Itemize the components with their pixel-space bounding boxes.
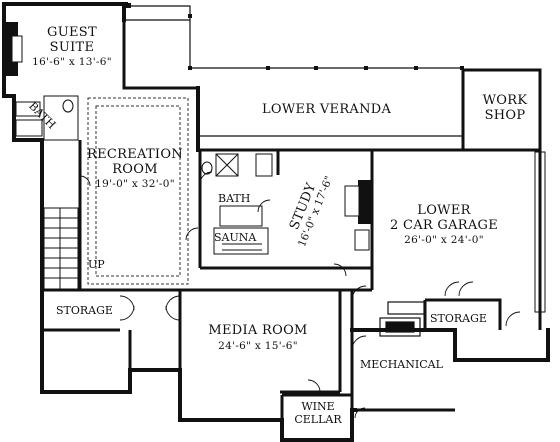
garage-label: LOWER 2 CAR GARAGE 26'-0" x 24'-0" (384, 204, 504, 246)
stair-up-label: UP (88, 258, 105, 271)
work-shop-name-line1: WORK (482, 93, 528, 108)
bath-fixtures (201, 153, 273, 255)
guest-suite-label: GUEST SUITE 16'-6" x 13'-6" (28, 26, 116, 68)
media-room-label: MEDIA ROOM 24'-6" x 15'-6" (196, 324, 320, 352)
guest-suite-name-line1: GUEST (47, 25, 97, 40)
garage-name-line2: 2 CAR GARAGE (389, 218, 499, 233)
wine-cellar-name-line2: CELLAR (294, 413, 342, 426)
work-shop-label: WORK SHOP (476, 94, 534, 122)
recreation-name-line1: RECREATION (86, 147, 184, 162)
study-fireplace (344, 180, 372, 251)
guest-suite-dims: 16'-6" x 13'-6" (32, 56, 112, 68)
guest-suite-name-line2: SUITE (49, 40, 95, 55)
sauna-label: SAUNA (214, 231, 257, 244)
recreation-room-label: RECREATION ROOM 19'-0" x 32'-0" (82, 148, 188, 190)
garage-window-strip (534, 151, 546, 313)
work-shop-name-line2: SHOP (484, 108, 526, 123)
wine-cellar-name-line1: WINE (301, 400, 335, 413)
guest-bath-fixtures (15, 95, 79, 141)
guest-fireplace (4, 22, 23, 76)
stairs (43, 207, 79, 291)
media-room-dims: 24'-6" x 15'-6" (218, 340, 298, 352)
door-swings (79, 171, 521, 419)
storage-right-label: STORAGE (430, 312, 487, 325)
mechanical-label: MECHANICAL (360, 358, 443, 371)
veranda-outline (126, 5, 464, 150)
garage-name-line1: LOWER (417, 203, 471, 218)
media-room-name: MEDIA ROOM (208, 323, 308, 338)
veranda-columns (126, 3, 464, 70)
rec-room-ceiling (87, 97, 189, 285)
mechanical-equipment (379, 301, 425, 337)
wine-cellar-label: WINE CELLAR (288, 401, 348, 425)
garage-dims: 26'-0" x 24'-0" (404, 234, 484, 246)
bath-label: BATH (218, 192, 251, 205)
lower-veranda-label: LOWER VERANDA (262, 102, 392, 117)
storage-left-label: STORAGE (56, 304, 113, 317)
recreation-dims: 19'-0" x 32'-0" (95, 178, 175, 190)
recreation-name-line2: ROOM (112, 162, 158, 177)
